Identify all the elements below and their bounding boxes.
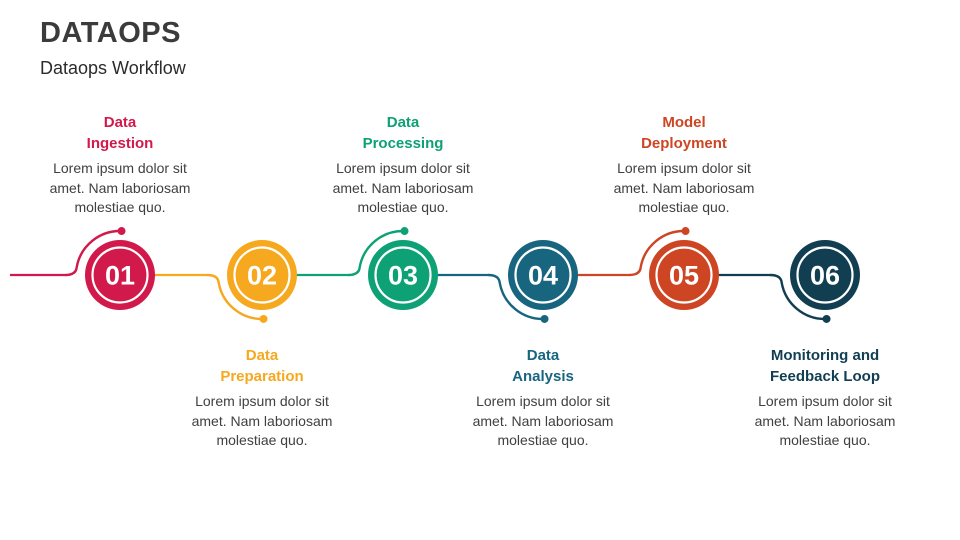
- step-circle-ring: [514, 246, 572, 304]
- step-text-4: Data Analysis Lorem ipsum dolor sit amet…: [448, 345, 638, 451]
- step-title: Data Analysis: [448, 345, 638, 387]
- step-circle: [227, 240, 297, 310]
- step-title-line: Processing: [362, 135, 444, 152]
- step-text-1: Data Ingestion Lorem ipsum dolor sit ame…: [25, 112, 215, 218]
- step-circle-ring: [374, 246, 432, 304]
- step-number: 02: [247, 261, 277, 291]
- step-title-line: Preparation: [220, 368, 304, 385]
- step-title-line: Model: [662, 114, 706, 131]
- step-number: 01: [105, 261, 135, 291]
- step-description: Lorem ipsum dolor sit amet. Nam laborios…: [49, 160, 191, 215]
- step-circle: [649, 240, 719, 310]
- step-arc-dot: [259, 314, 268, 323]
- step-arc-dot: [117, 227, 126, 236]
- step-circle-ring: [655, 246, 713, 304]
- step-arc: [628, 229, 686, 277]
- step-title-line: Data: [526, 347, 560, 364]
- step-description: Lorem ipsum dolor sit amet. Nam laborios…: [191, 393, 333, 448]
- step-circle: [368, 240, 438, 310]
- step-description: Lorem ipsum dolor sit amet. Nam laborios…: [613, 160, 755, 215]
- step-title-line: Data: [245, 347, 279, 364]
- step-arc-dot: [822, 314, 831, 323]
- step-title-line: Analysis: [512, 368, 574, 385]
- step-arc-dot: [681, 227, 690, 236]
- step-arc: [64, 229, 122, 277]
- step-circle-ring: [233, 246, 291, 304]
- step-title: Data Ingestion: [25, 112, 215, 154]
- step-arc: [769, 273, 827, 321]
- step-title: Monitoring and Feedback Loop: [730, 345, 920, 387]
- step-description: Lorem ipsum dolor sit amet. Nam laborios…: [332, 160, 474, 215]
- step-title-line: Data: [386, 114, 420, 131]
- step-circle: [85, 240, 155, 310]
- step-title: Data Processing: [308, 112, 498, 154]
- step-text-3: Data Processing Lorem ipsum dolor sit am…: [308, 112, 498, 218]
- step-title-line: Data: [103, 114, 137, 131]
- step-circle: [508, 240, 578, 310]
- step-title-line: Feedback Loop: [769, 368, 881, 385]
- step-arc-dot: [540, 314, 549, 323]
- step-number: 05: [669, 261, 699, 291]
- step-arc: [206, 273, 264, 321]
- step-text-5: Model Deployment Lorem ipsum dolor sit a…: [589, 112, 779, 218]
- step-description: Lorem ipsum dolor sit amet. Nam laborios…: [472, 393, 614, 448]
- step-title-line: Ingestion: [86, 135, 154, 152]
- step-arc-dot: [400, 227, 409, 236]
- step-description: Lorem ipsum dolor sit amet. Nam laborios…: [754, 393, 896, 448]
- step-arc: [347, 229, 405, 277]
- step-text-2: Data Preparation Lorem ipsum dolor sit a…: [167, 345, 357, 451]
- step-title-line: Deployment: [641, 135, 727, 152]
- step-text-6: Monitoring and Feedback Loop Lorem ipsum…: [730, 345, 920, 451]
- step-number: 04: [528, 261, 558, 291]
- step-arc: [487, 273, 545, 321]
- step-title: Model Deployment: [589, 112, 779, 154]
- workflow-timeline: 01 02 03 04 05 06: [10, 227, 860, 323]
- step-circle-ring: [91, 246, 149, 304]
- step-number: 06: [810, 261, 840, 291]
- slide-title: DATAOPS: [40, 17, 181, 49]
- step-title-line: Monitoring and: [770, 347, 880, 364]
- step-number: 03: [388, 261, 418, 291]
- slide-subtitle: Dataops Workflow: [40, 58, 186, 78]
- step-title: Data Preparation: [167, 345, 357, 387]
- step-circle-ring: [796, 246, 854, 304]
- step-circle: [790, 240, 860, 310]
